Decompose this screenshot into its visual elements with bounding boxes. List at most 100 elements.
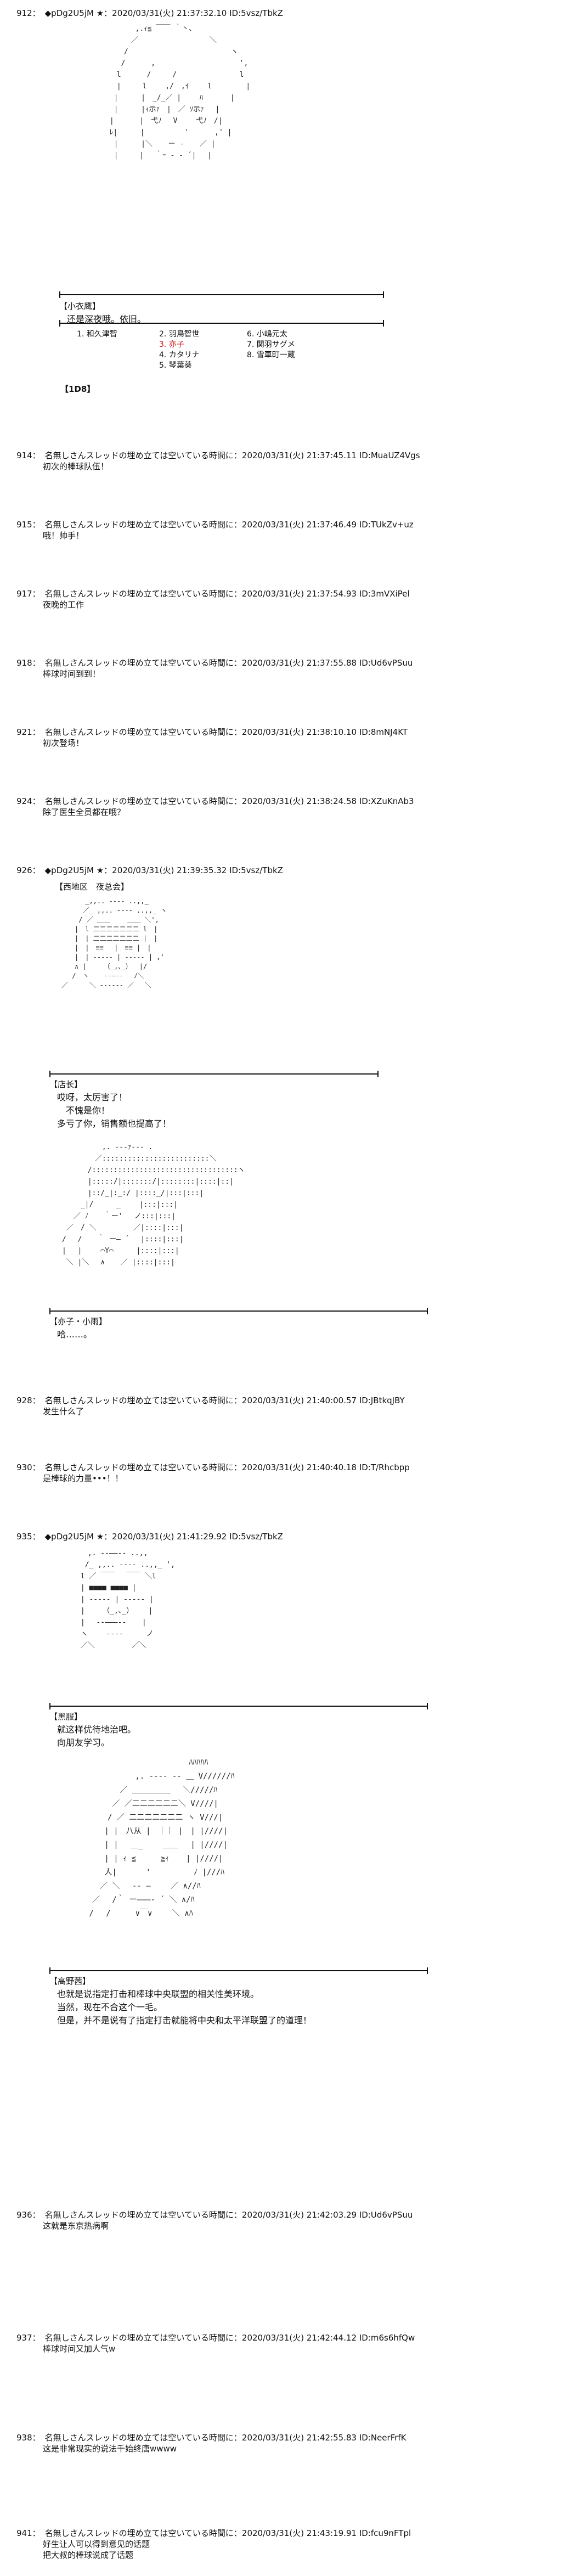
dialogue-line: 也就是说指定打击和棒球中央联盟的相关性美环境。 bbox=[57, 1989, 259, 1999]
list-item: 6. 小嶋元太 bbox=[247, 330, 287, 339]
post-date: ：2020/03/31(火) 21:38:24.58 ID:XZuKnAb3 bbox=[233, 796, 414, 806]
post-date: ：2020/03/31(火) 21:37:46.49 ID:TUkZv+uz bbox=[233, 520, 414, 530]
post-number[interactable]: 915： bbox=[16, 520, 41, 530]
post-text: 棒球时间又加人气w bbox=[43, 2344, 116, 2354]
post-text: 这就是东京热病啊 bbox=[43, 2221, 109, 2231]
speaker-label: 【小衣鹰】 bbox=[59, 301, 101, 311]
post-number[interactable]: 928： bbox=[16, 1396, 41, 1405]
list-item: 5. 琴葉葵 bbox=[159, 361, 192, 370]
list-item: 8. 雪車町一蔵 bbox=[247, 351, 295, 359]
ascii-art: ,.ｨ≦ ￣￣ ｀丶、 ／ ＼ / ヽ / , ', l / / l | l ,… bbox=[109, 25, 251, 160]
post-926-caption2: 【亦子・小雨】 哈……。 bbox=[49, 1316, 389, 1340]
post-text: 发生什么了 bbox=[43, 1407, 84, 1416]
poster-name: 名無しさんスレッドの埋め立ては空いている時間に bbox=[44, 2433, 234, 2443]
post-number[interactable]: 921： bbox=[16, 727, 41, 737]
place-label: 【西地区 夜总会】 bbox=[55, 882, 129, 892]
speaker-label: 【亦子・小雨】 bbox=[49, 1317, 108, 1326]
post-912: 912：◆pDg2U5jM ★：2020/03/31(火) 21:37:32.1… bbox=[16, 8, 560, 161]
post-number[interactable]: 935： bbox=[16, 1532, 41, 1542]
post-number[interactable]: 936： bbox=[16, 2210, 41, 2220]
post-number[interactable]: 924： bbox=[16, 796, 41, 806]
post-number[interactable]: 917： bbox=[16, 589, 41, 599]
post-number[interactable]: 938： bbox=[16, 2433, 41, 2443]
speaker-label: 【高野茜】 bbox=[49, 1976, 91, 1986]
list-item bbox=[77, 350, 159, 361]
post-number[interactable]: 941： bbox=[16, 2528, 41, 2538]
divider bbox=[49, 1967, 428, 1974]
post-937: 937：名無しさんスレッドの埋め立ては空いている時間に：2020/03/31(火… bbox=[16, 2332, 560, 2354]
poster-name: ◆pDg2U5jM ★ bbox=[44, 8, 104, 18]
dialogue-line: 不愧是你！ bbox=[57, 1105, 110, 1116]
post-914: 914：名無しさんスレッドの埋め立ては空いている時間に：2020/03/31(火… bbox=[16, 450, 560, 472]
dialogue-line: 向朋友学习。 bbox=[57, 1737, 110, 1748]
post-number[interactable]: 914： bbox=[16, 451, 41, 460]
post-text: 是棒球的力量•••！！ bbox=[43, 1473, 123, 1483]
post-text: 哦！帅手！ bbox=[43, 531, 84, 541]
post-date: ：2020/03/31(火) 21:37:45.11 ID:MuaUZ4Vgs bbox=[233, 451, 420, 460]
dialogue-line: 哈……。 bbox=[57, 1329, 93, 1340]
poster-name: 名無しさんスレッドの埋め立ては空いている時間に bbox=[44, 796, 234, 806]
post-text: 棒球时间到到！ bbox=[43, 669, 101, 679]
list-item: 1. 和久津智 bbox=[77, 330, 117, 339]
poster-name: ◆pDg2U5jM ★ bbox=[44, 1532, 104, 1542]
post-date: ：2020/03/31(火) 21:40:40.18 ID:T/Rhcbpp bbox=[233, 1463, 410, 1472]
divider bbox=[49, 1071, 379, 1077]
speaker-label: 【黑服】 bbox=[49, 1712, 83, 1722]
post-text: 除了医生全员都在哦？ bbox=[43, 807, 126, 817]
dialogue-line: 多亏了你，销售额也提高了！ bbox=[57, 1118, 172, 1129]
post-number[interactable]: 937： bbox=[16, 2333, 41, 2343]
member-list: 1. 和久津智 2. 羽鳥智世 6. 小嶋元太 3. 亦子 7. 関羽サグメ 4… bbox=[60, 329, 335, 395]
post-924: 924：名無しさんスレッドの埋め立ては空いている時間に：2020/03/31(火… bbox=[16, 796, 560, 818]
post-date: ：2020/03/31(火) 21:43:19.91 ID:fcu9nFTpl bbox=[233, 2528, 411, 2538]
post-date: ：2020/03/31(火) 21:39:35.32 ID:5vsz/TbkZ bbox=[104, 865, 283, 875]
list-item: 2. 羽鳥智世 bbox=[159, 330, 200, 339]
poster-name: 名無しさんスレッドの埋め立ては空いている時間に bbox=[44, 2333, 234, 2343]
post-926: 926：◆pDg2U5jM ★：2020/03/31(火) 21:39:35.3… bbox=[16, 865, 560, 990]
post-926-caption1: 【店长】 哎呀，太厉害了！ 不愧是你！ 多亏了你，销售额也提高了！ bbox=[49, 1079, 389, 1129]
post-935: 935：◆pDg2U5jM ★：2020/03/31(火) 21:41:29.9… bbox=[16, 1531, 560, 1651]
post-915: 915：名無しさんスレッドの埋め立ては空いている時間に：2020/03/31(火… bbox=[16, 519, 560, 541]
post-912-caption: 【小衣鹰】 还是深夜哦。依旧。 bbox=[59, 301, 443, 325]
ascii-art: _,,.. -‐‐- ..,,_ ／_ ,,.. -‐‐- ..,,_ ヽ / … bbox=[61, 897, 167, 989]
post-935-caption1: 【黑服】 就这样优待地治吧。 向朋友学习。 bbox=[49, 1711, 389, 1748]
ascii-art: ,. -‐‐ｧ-‐- . ／:::::::::::::::::::::::::＼… bbox=[62, 1143, 245, 1267]
ascii-art: ﾊﾊﾊﾊﾊ ,. ‐‐‐‐ ‐‐ ＿ V//////ﾊ ／ ＿＿＿＿＿ ＼///… bbox=[89, 1758, 235, 1918]
post-date: ：2020/03/31(火) 21:41:29.92 ID:5vsz/TbkZ bbox=[104, 1532, 283, 1542]
post-917: 917：名無しさんスレッドの埋め立ては空いている時間に：2020/03/31(火… bbox=[16, 588, 560, 610]
poster-name: 名無しさんスレッドの埋め立ては空いている時間に bbox=[44, 2210, 234, 2220]
poster-name: ◆pDg2U5jM ★ bbox=[44, 865, 104, 875]
post-header: 912：◆pDg2U5jM ★：2020/03/31(火) 21:37:32.1… bbox=[16, 8, 560, 19]
post-text: 这是非常现实的说法千始终唐wwww bbox=[43, 2444, 177, 2454]
list-item: 4. カタリナ bbox=[159, 351, 200, 359]
post-date: ：2020/03/31(火) 21:42:44.12 ID:m6s6hfQw bbox=[233, 2333, 415, 2343]
post-number[interactable]: 926： bbox=[16, 865, 41, 875]
speaker-label: 【店长】 bbox=[49, 1079, 83, 1089]
list-item: 7. 関羽サグメ bbox=[247, 340, 295, 349]
post-text: 初次的棒球队伍！ bbox=[43, 462, 109, 471]
post-921: 921：名無しさんスレッドの埋め立ては空いている時間に：2020/03/31(火… bbox=[16, 727, 560, 749]
post-date: ：2020/03/31(火) 21:37:54.93 ID:3mVXiPel bbox=[233, 589, 410, 599]
list-item-highlighted: 3. 亦子 bbox=[159, 340, 184, 349]
post-number[interactable]: 918： bbox=[16, 658, 41, 668]
dialogue-line: 还是深夜哦。依旧。 bbox=[67, 314, 146, 324]
post-941: 941：名無しさんスレッドの埋め立ては空いている時間に：2020/03/31(火… bbox=[16, 2528, 560, 2561]
post-date: ：2020/03/31(火) 21:38:10.10 ID:8mNJ4KT bbox=[233, 727, 408, 737]
post-number[interactable]: 912： bbox=[16, 8, 41, 18]
post-935-caption2: 【高野茜】 也就是说指定打击和棒球中央联盟的相关性美环境。 当然，现在不合这个一… bbox=[49, 1976, 488, 2026]
list-item bbox=[247, 361, 335, 371]
post-936: 936：名無しさんスレッドの埋め立ては空いている時間に：2020/03/31(火… bbox=[16, 2209, 560, 2231]
dialogue-line: 就这样优待地治吧。 bbox=[57, 1724, 137, 1735]
post-date: ：2020/03/31(火) 21:42:03.29 ID:Ud6vPSuu bbox=[233, 2210, 413, 2220]
post-928: 928：名無しさんスレッドの埋め立ては空いている時間に：2020/03/31(火… bbox=[16, 1395, 560, 1417]
post-text: 好生让人可以得到意见的话题 bbox=[43, 2539, 150, 2549]
poster-name: 名無しさんスレッドの埋め立ては空いている時間に bbox=[44, 2528, 234, 2538]
divider bbox=[49, 1703, 428, 1709]
post-date: ：2020/03/31(火) 21:37:55.88 ID:Ud6vPSuu bbox=[233, 658, 413, 668]
poster-name: 名無しさんスレッドの埋め立ては空いている時間に bbox=[44, 727, 234, 737]
post-date: ：2020/03/31(火) 21:42:55.83 ID:NeerFrfK bbox=[233, 2433, 406, 2443]
divider bbox=[59, 320, 384, 327]
post-938: 938：名無しさんスレッドの埋め立ては空いている時間に：2020/03/31(火… bbox=[16, 2432, 560, 2454]
post-text: 初次登场！ bbox=[43, 738, 84, 748]
post-number[interactable]: 930： bbox=[16, 1463, 41, 1472]
poster-name: 名無しさんスレッドの埋め立ては空いている時間に bbox=[44, 1396, 234, 1405]
